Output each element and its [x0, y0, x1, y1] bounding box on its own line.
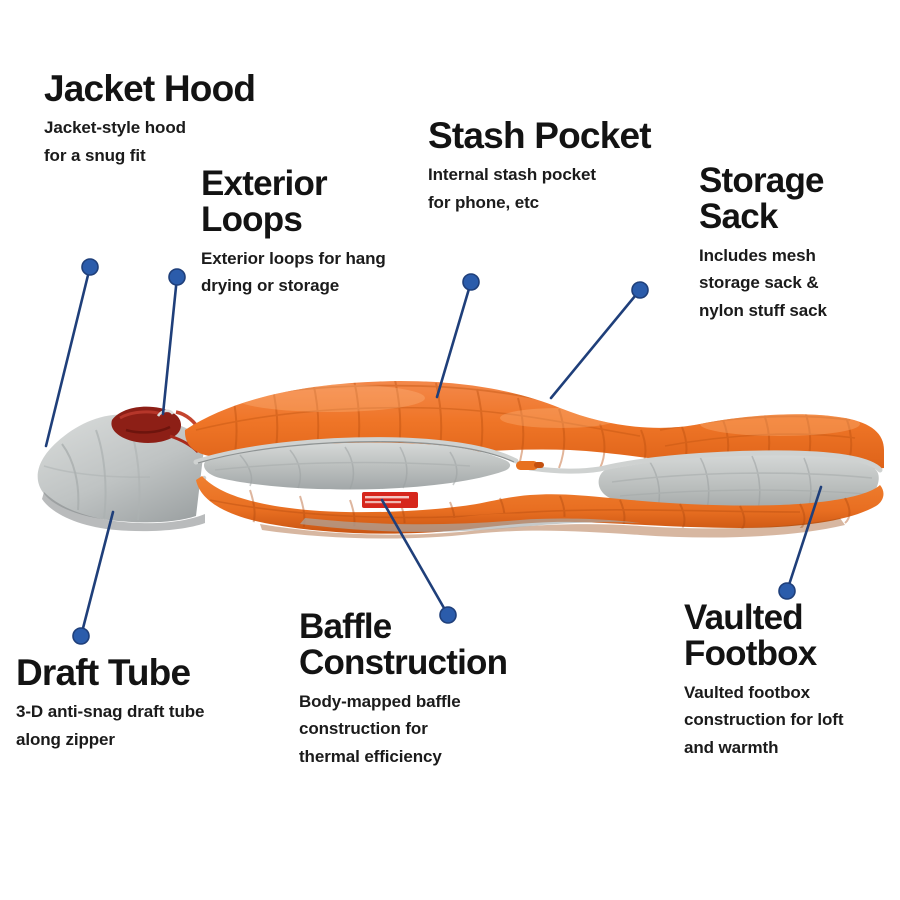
callout-exterior-loops: Exterior Loops Exterior loops for hang d…	[201, 164, 451, 300]
callout-storage-sack: Storage Sack Includes mesh storage sack …	[699, 161, 889, 324]
zipper-pull	[516, 461, 544, 470]
brand-label-tag	[362, 492, 418, 508]
callout-title-storage-sack: Storage Sack	[699, 161, 825, 237]
callout-jacket-hood: Jacket Hood Jacket-style hood for a snug…	[44, 68, 344, 170]
callout-draft-tube: Draft Tube 3-D anti-snag draft tube alon…	[16, 652, 286, 754]
callout-title-jacket-hood: Jacket Hood	[44, 68, 256, 109]
callout-desc-exterior-loops: Exterior loops for hang drying or storag…	[201, 248, 386, 296]
callout-baffle-construction: Baffle Construction Body-mapped baffle c…	[299, 607, 589, 770]
callout-title-baffle-construction: Baffle Construction	[299, 607, 508, 683]
callout-title-stash-pocket: Stash Pocket	[428, 115, 652, 156]
callout-desc-jacket-hood: Jacket-style hood for a snug fit	[44, 118, 186, 165]
hood-drawcord	[111, 406, 202, 454]
callout-vaulted-footbox: Vaulted Footbox Vaulted footbox construc…	[684, 598, 899, 761]
callout-desc-stash-pocket: Internal stash pocket for phone, etc	[428, 165, 596, 212]
callout-stash-pocket: Stash Pocket Internal stash pocket for p…	[428, 115, 708, 217]
callout-desc-baffle-construction: Body-mapped baffle construction for ther…	[299, 691, 461, 766]
interior-lining-torso	[204, 442, 511, 490]
callout-title-draft-tube: Draft Tube	[16, 652, 191, 693]
shell-bottom	[196, 476, 884, 539]
callout-desc-vaulted-footbox: Vaulted footbox construction for loft an…	[684, 682, 844, 757]
callout-title-vaulted-footbox: Vaulted Footbox	[684, 598, 817, 674]
callout-title-exterior-loops: Exterior Loops	[201, 164, 328, 240]
callout-desc-storage-sack: Includes mesh storage sack & nylon stuff…	[699, 245, 827, 320]
callout-desc-draft-tube: 3-D anti-snag draft tube along zipper	[16, 702, 205, 749]
